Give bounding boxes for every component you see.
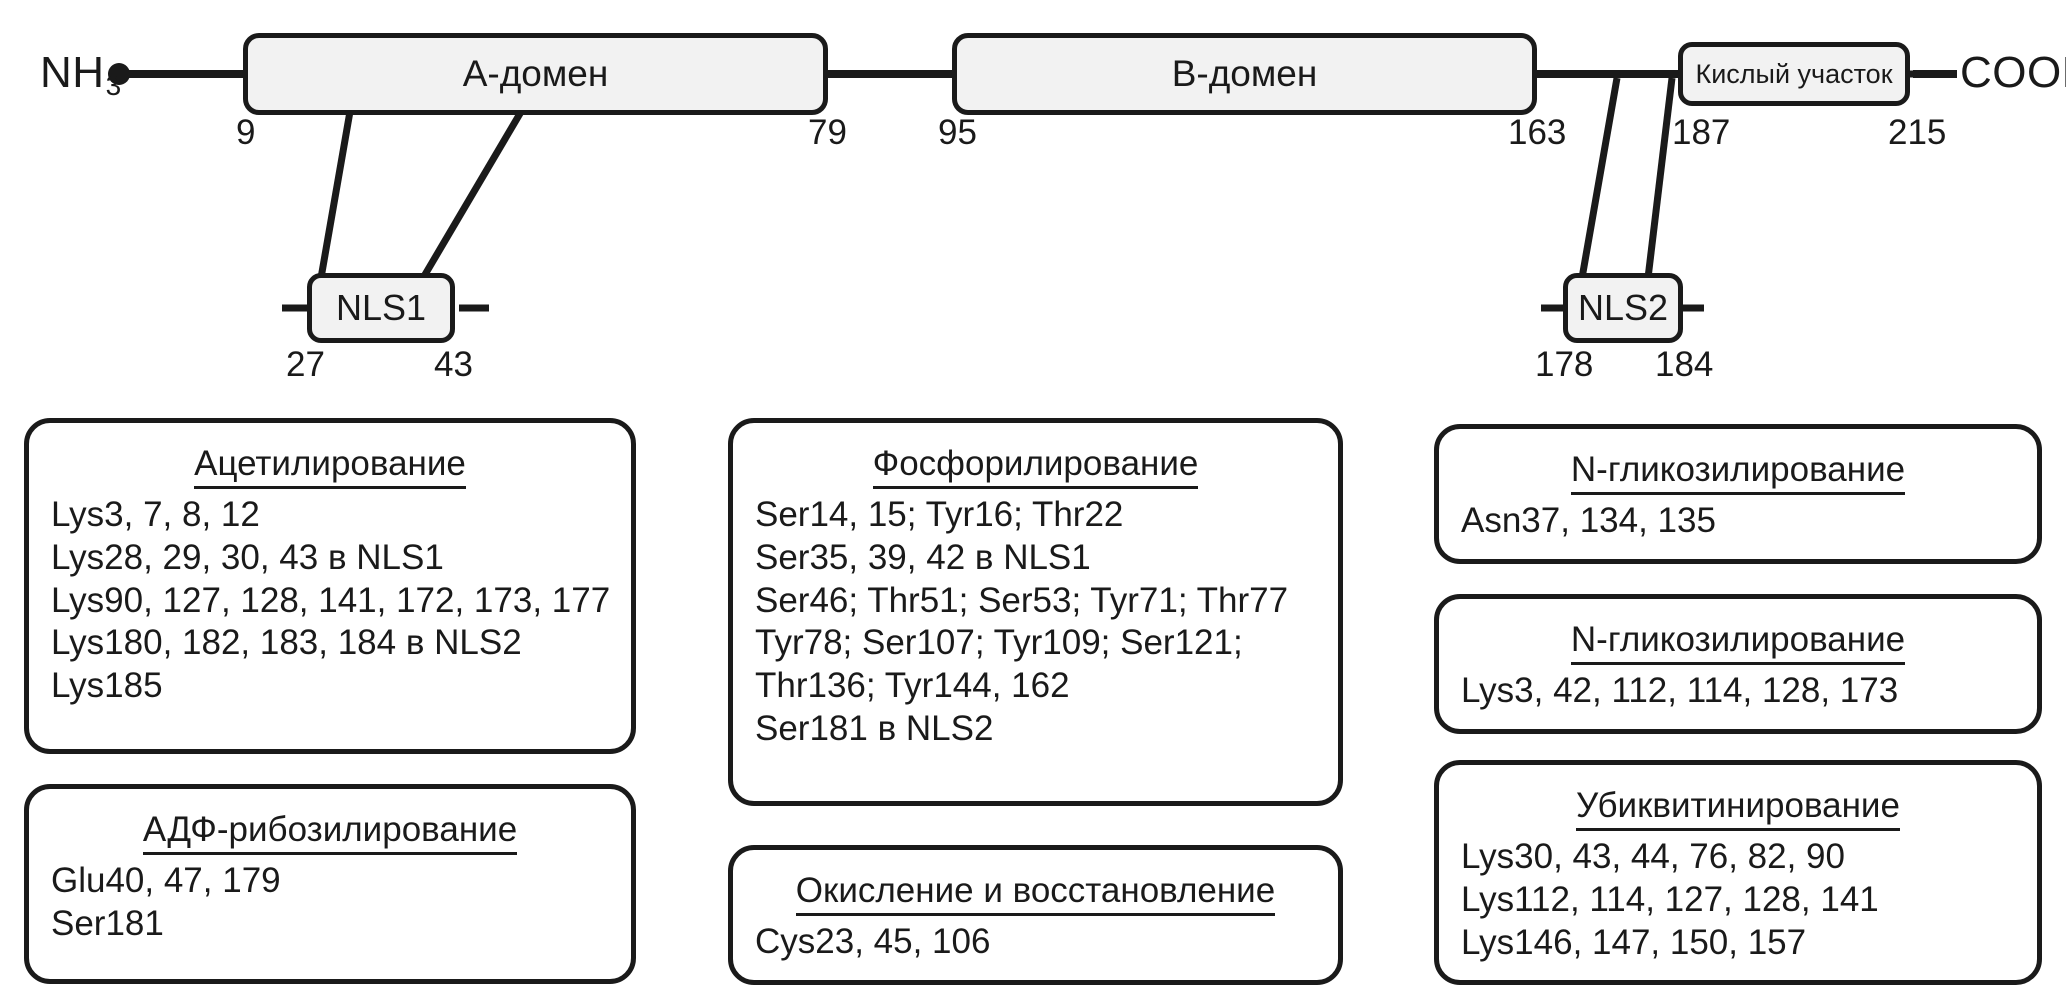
- c-terminus-label: COOH: [1960, 48, 2066, 97]
- card-acetylation-line: Lys3, 7, 8, 12: [51, 495, 260, 535]
- n-terminus-label: NH3: [40, 48, 122, 101]
- domain-a-end-position: 79: [808, 113, 847, 152]
- domain-b-box[interactable]: B-домен: [952, 33, 1537, 115]
- card-n-glycosylation-asn-title: N-гликозилирование: [1461, 449, 2015, 495]
- acidic-region-start-position: 187: [1672, 113, 1731, 152]
- card-phosphorylation-line: Ser181 в NLS2: [755, 708, 994, 748]
- card-redox[interactable]: Окисление и восстановление Cys23, 45, 10…: [728, 845, 1343, 985]
- card-n-glycosylation-asn-line: Asn37, 134, 135: [1461, 501, 1716, 541]
- nls1-box[interactable]: NLS1: [307, 273, 455, 343]
- card-adp-ribosylation[interactable]: АДФ-рибозилирование Glu40, 47, 179 Ser18…: [24, 784, 636, 984]
- card-phosphorylation-line: Ser46; Thr51; Ser53; Tyr71; Thr77: [755, 580, 1289, 620]
- card-ubiquitination-line: Lys146, 147, 150, 157: [1461, 922, 1807, 962]
- domain-b-start-position: 95: [938, 113, 977, 152]
- protein-schematic: NH3 COOH А-домен 9 79 B-домен 95 163 Кис…: [0, 0, 2066, 400]
- domain-a-box[interactable]: А-домен: [243, 33, 828, 115]
- card-ubiquitination-line: Lys30, 43, 44, 76, 82, 90: [1461, 837, 1845, 877]
- nls2-end-position: 184: [1655, 345, 1714, 384]
- nls1-leader-right: [419, 98, 532, 280]
- card-adp-ribosylation-line: Ser181: [51, 903, 164, 943]
- nls2-leader-left: [1578, 77, 1621, 279]
- acidic-region-box[interactable]: Кислый участок: [1678, 42, 1910, 106]
- card-ubiquitination-line: Lys112, 114, 127, 128, 141: [1461, 879, 1879, 919]
- nls1-start-position: 27: [286, 345, 325, 384]
- card-adp-ribosylation-title: АДФ-рибозилирование: [51, 809, 609, 855]
- card-phosphorylation[interactable]: Фосфорилирование Ser14, 15; Tyr16; Thr22…: [728, 418, 1343, 806]
- card-acetylation-line: Lys90, 127, 128, 141, 172, 173, 177: [51, 580, 611, 620]
- nls1-leader-left: [317, 99, 356, 279]
- card-phosphorylation-line: Thr136; Tyr144, 162: [755, 666, 1070, 706]
- card-n-glycosylation-lys[interactable]: N-гликозилирование Lys3, 42, 112, 114, 1…: [1434, 594, 2042, 734]
- nls2-box[interactable]: NLS2: [1563, 273, 1683, 343]
- nls2-start-position: 178: [1535, 345, 1594, 384]
- card-acetylation-title: Ацетилирование: [51, 443, 609, 489]
- domain-a-start-position: 9: [236, 113, 256, 152]
- card-phosphorylation-line: Tyr78; Ser107; Tyr109; Ser121;: [755, 623, 1243, 663]
- card-redox-line: Cys23, 45, 106: [755, 922, 991, 962]
- card-adp-ribosylation-line: Glu40, 47, 179: [51, 861, 281, 901]
- card-n-glycosylation-asn[interactable]: N-гликозилирование Asn37, 134, 135: [1434, 424, 2042, 564]
- card-n-glycosylation-lys-line: Lys3, 42, 112, 114, 128, 173: [1461, 671, 1899, 711]
- card-acetylation-line: Lys185: [51, 666, 163, 706]
- acidic-region-end-position: 215: [1888, 113, 1947, 152]
- nls1-end-position: 43: [434, 345, 473, 384]
- domain-b-end-position: 163: [1508, 113, 1567, 152]
- card-n-glycosylation-lys-title: N-гликозилирование: [1461, 619, 2015, 665]
- nls2-leader-right: [1644, 77, 1676, 279]
- card-ubiquitination[interactable]: Убиквитинирование Lys30, 43, 44, 76, 82,…: [1434, 760, 2042, 985]
- card-acetylation-line: Lys180, 182, 183, 184 в NLS2: [51, 623, 522, 663]
- card-phosphorylation-line: Ser35, 39, 42 в NLS1: [755, 537, 1091, 577]
- card-redox-title: Окисление и восстановление: [755, 870, 1316, 916]
- card-phosphorylation-line: Ser14, 15; Tyr16; Thr22: [755, 495, 1124, 535]
- card-acetylation[interactable]: Ацетилирование Lys3, 7, 8, 12 Lys28, 29,…: [24, 418, 636, 754]
- card-ubiquitination-title: Убиквитинирование: [1461, 785, 2015, 831]
- card-phosphorylation-title: Фосфорилирование: [755, 443, 1316, 489]
- card-acetylation-line: Lys28, 29, 30, 43 в NLS1: [51, 537, 444, 577]
